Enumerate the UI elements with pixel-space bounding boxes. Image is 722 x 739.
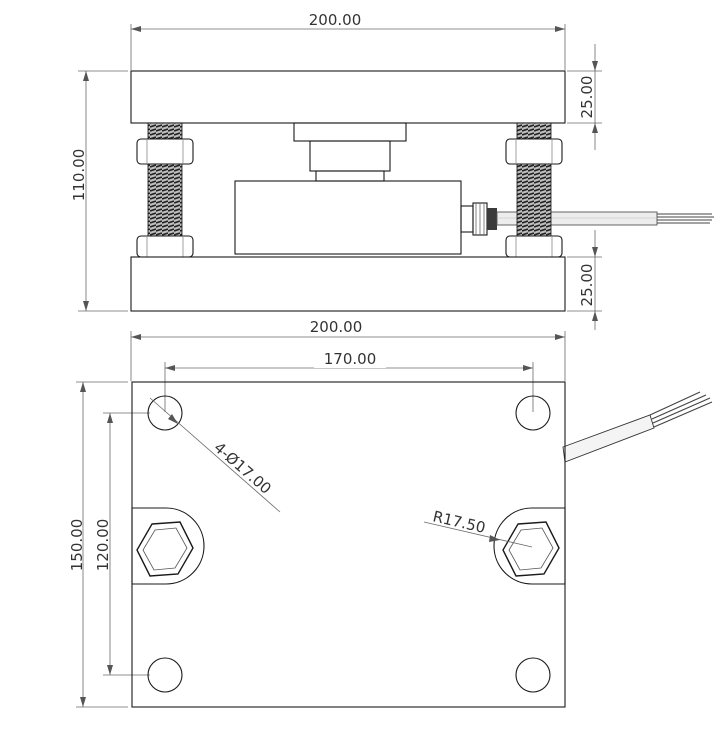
top-plate-dimension: 25.00	[567, 44, 602, 150]
hole-spacing-x-label: 170.00	[324, 350, 377, 368]
mounting-hole-top-left	[147, 395, 183, 431]
top-plate	[130, 70, 566, 124]
radius-label: R17.50	[431, 507, 487, 537]
hole-spacing-y-label: 120.00	[94, 519, 112, 572]
load-button-stem	[309, 140, 391, 172]
front-width-dimension: 200.00	[130, 10, 566, 70]
hole-callout: 4-Ø17.00	[149, 397, 281, 513]
mounting-hole-top-right	[515, 395, 551, 431]
bottom-plate-label: 25.00	[578, 264, 596, 307]
mounting-hole-bottom-left	[147, 657, 183, 693]
load-button-tip	[315, 170, 385, 182]
depth-label: 150.00	[68, 519, 86, 572]
top-width-label: 200.00	[310, 318, 363, 336]
load-button-flange	[293, 122, 407, 142]
hole-callout-label: 4-Ø17.00	[210, 438, 274, 497]
front-height-dimension: 110.00	[70, 70, 128, 312]
front-width-label: 200.00	[309, 11, 362, 29]
bottom-plate-dimension: 25.00	[567, 230, 602, 330]
cable-gland	[460, 202, 497, 236]
front-height-label: 110.00	[70, 149, 88, 202]
cable-top	[562, 391, 713, 463]
bottom-plate	[130, 256, 566, 312]
right-stud-assembly	[505, 122, 563, 258]
front-view: 200.00 110.00 25.00	[70, 10, 714, 330]
top-width-dimension: 200.00	[130, 318, 566, 381]
depth-dimension: 150.00	[68, 381, 128, 708]
top-plate-label: 25.00	[578, 76, 596, 119]
base-plate-outline	[131, 381, 566, 708]
top-view: 200.00 170.00 150.00 1	[68, 318, 713, 708]
right-hex-boss	[493, 507, 566, 585]
left-stud-assembly	[136, 122, 194, 258]
left-hex-boss	[131, 507, 205, 585]
mounting-hole-bottom-right	[515, 657, 551, 693]
hole-spacing-x-dimension: 170.00	[164, 350, 534, 412]
hole-spacing-y-dimension: 120.00	[94, 412, 150, 676]
load-cell-body	[234, 180, 462, 255]
